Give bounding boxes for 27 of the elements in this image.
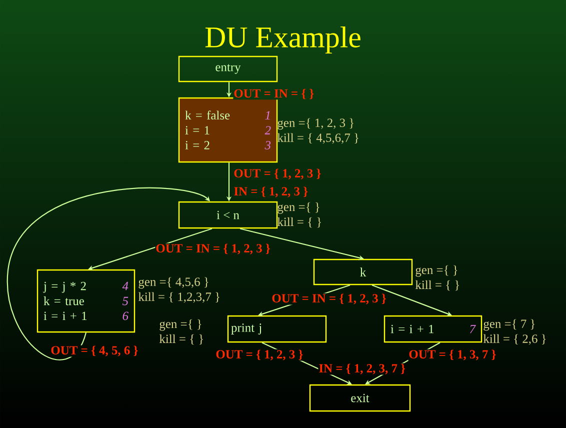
gen-kill-sets: gen ={ } kill = { }: [159, 319, 203, 345]
dataflow-set: OUT = IN = { }: [233, 88, 315, 100]
process-box: i < n: [178, 201, 278, 229]
arrow: [88, 228, 212, 270]
gen-kill-sets: gen ={ } kill = { }: [277, 202, 321, 228]
gen-kill-sets: gen ={ } kill = { }: [415, 265, 459, 291]
arrow: [372, 284, 452, 316]
process-box: print j: [227, 315, 327, 343]
process-box: exit: [309, 384, 411, 412]
gen-kill-sets: gen ={ 7 } kill = { 2,6 }: [483, 319, 546, 345]
process-box: k: [313, 258, 413, 286]
dataflow-set: OUT = IN = { 1, 2, 3 }: [271, 293, 387, 305]
code-block: j = j * 2 4 k = true 5 i = i + 1 6: [36, 269, 136, 333]
code-block: i = i + 1 7: [384, 315, 482, 343]
title: DU Example: [205, 26, 360, 54]
dataflow-set: OUT = { 4, 5, 6 }: [50, 345, 139, 357]
process-box: entry: [178, 56, 278, 82]
gen-kill-sets: gen ={ 4,5,6 } kill = { 1,2,3,7 }: [138, 277, 220, 303]
arrow: [7, 187, 210, 360]
dataflow-set: OUT = { 1, 3, 7 }: [408, 349, 497, 361]
code-block: k = false 1 i = 1 2 i = 2 3: [178, 97, 278, 163]
dataflow-set: IN = { 1, 2, 3 }: [233, 186, 309, 198]
dataflow-set: OUT = { 1, 2, 3 }: [233, 168, 322, 180]
dataflow-set: OUT = { 1, 2, 3 }: [215, 349, 304, 361]
dataflow-set: OUT = IN = { 1, 2, 3 }: [155, 243, 271, 255]
dataflow-set: IN = { 1, 2, 3, 7 }: [318, 363, 406, 375]
gen-kill-sets: gen ={ 1, 2, 3 } kill = { 4,5,6,7 }: [277, 118, 358, 144]
